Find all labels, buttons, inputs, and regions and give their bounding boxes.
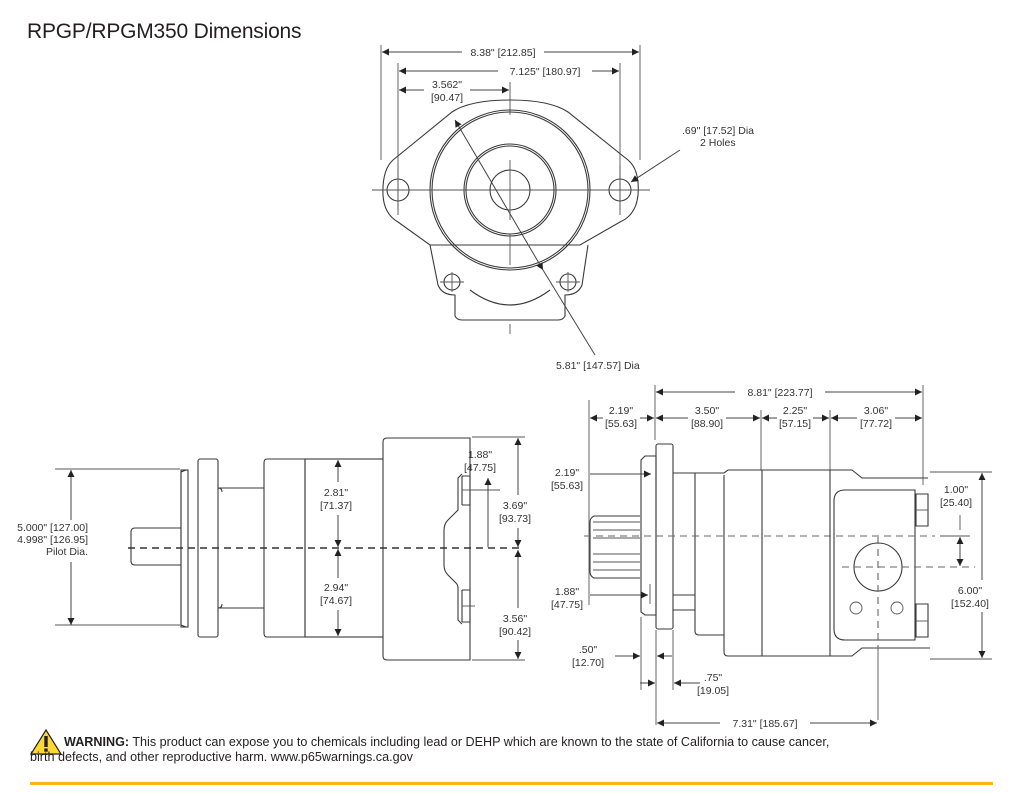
dim-text: [19.05] — [697, 685, 729, 697]
dim-text: 7.125" [180.97] — [510, 66, 581, 78]
prop65-warning: WARNING: This product can expose you to … — [30, 729, 1000, 765]
front-view: 8.38" [212.85] 7.125" [180.97] 3.562" [9… — [372, 45, 754, 372]
dim-text: [90.42] — [499, 626, 531, 638]
dim-text: 2.19" — [555, 467, 579, 479]
warning-text-2: birth defects, and other reproductive ha… — [30, 750, 413, 764]
dim-text: [57.15] — [779, 418, 811, 430]
dim-text: [12.70] — [572, 657, 604, 669]
dim-text: 2.19" — [609, 405, 633, 417]
dim-segment-1: 3.50" [88.90] — [656, 405, 760, 430]
dim-text: 5.000" [127.00] — [17, 522, 88, 534]
dim-bolt-spacing: 7.125" [180.97] — [399, 66, 619, 78]
dim-text: 3.562" — [432, 79, 462, 91]
dim-bottom-to-center: 3.56" [90.42] — [499, 550, 531, 659]
warning-triangle-icon — [30, 729, 62, 755]
dim-overall-width: 8.38" [212.85] — [382, 47, 639, 59]
dim-pilot-depth: .50" [12.70] — [572, 644, 672, 669]
dim-text: [55.63] — [605, 418, 637, 430]
left-side-view: 5.000" [127.00] 4.998" [126.95] Pilot Di… — [17, 436, 531, 661]
dim-half-spacing: 3.562" [90.47] — [399, 79, 509, 104]
dim-text: [152.40] — [951, 598, 989, 610]
divider-rule — [30, 782, 993, 785]
dim-text: 4.998" [126.95] — [17, 534, 88, 546]
dim-text: 2.25" — [783, 405, 807, 417]
dim-text: 1.88" — [468, 449, 492, 461]
dim-shaft-left: 2.19" [55.63] — [551, 467, 651, 492]
dim-upper-height: 2.81" [71.37] — [320, 460, 352, 547]
dim-port-offset-right: 1.00" [25.40] — [940, 484, 972, 566]
dim-text: .69" [17.52] Dia — [682, 125, 754, 137]
dim-hole-diameter: .69" [17.52] Dia 2 Holes — [630, 125, 754, 183]
dim-text: [55.63] — [551, 480, 583, 492]
dim-text: [90.47] — [431, 92, 463, 104]
dim-text: [25.40] — [940, 497, 972, 509]
dim-port-offset: 1.88" [47.75] — [464, 449, 496, 547]
dim-text: 1.00" — [944, 484, 968, 496]
warning-text-1: This product can expose you to chemicals… — [129, 735, 830, 749]
dim-text: [93.73] — [499, 513, 531, 525]
right-side-view: 8.81" [223.77] 2.19" [55.63] 3.50" [88.9… — [551, 385, 992, 730]
dim-segment-3: 3.06" [77.72] — [831, 405, 922, 430]
warning-line-1: WARNING: This product can expose you to … — [30, 735, 1000, 750]
dim-text: [47.75] — [464, 462, 496, 474]
dim-overall-length: 8.81" [223.77] — [656, 387, 922, 399]
dim-shaft-length: 2.19" [55.63] — [590, 405, 654, 430]
dim-overall-height: 6.00" [152.40] — [951, 473, 989, 658]
dim-lower-height: 2.94" [74.67] — [320, 549, 352, 636]
dim-body-length: 7.31" [185.67] — [657, 718, 877, 730]
dim-text: [88.90] — [691, 418, 723, 430]
dim-text: 7.31" [185.67] — [732, 718, 797, 730]
dim-text: .50" — [579, 644, 598, 656]
dim-text: [77.72] — [860, 418, 892, 430]
warning-label: WARNING: — [64, 735, 130, 749]
dim-text: 6.00" — [958, 585, 982, 597]
dim-flange-thickness: .75" [19.05] — [640, 672, 729, 697]
dim-text: Pilot Dia. — [46, 546, 88, 558]
dim-shaft-lower: 1.88" [47.75] — [551, 584, 651, 611]
dim-text: 3.69" — [503, 500, 527, 512]
dim-text: 5.81" [147.57] Dia — [556, 360, 640, 372]
dim-text: 2.81" — [324, 487, 348, 499]
page-title: RPGP/RPGM350 Dimensions — [27, 20, 302, 43]
dim-text: 3.56" — [503, 613, 527, 625]
dim-pilot-diameter: 5.000" [127.00] 4.998" [126.95] Pilot Di… — [17, 470, 120, 625]
dim-text: [47.75] — [551, 599, 583, 611]
dim-text: [71.37] — [320, 500, 352, 512]
dim-segment-2: 2.25" [57.15] — [762, 405, 829, 430]
dim-body-diameter: 5.81" [147.57] Dia — [454, 119, 640, 372]
dim-text: 8.81" [223.77] — [747, 387, 812, 399]
dim-text: 1.88" — [555, 586, 579, 598]
dim-text: 3.50" — [695, 405, 719, 417]
dim-top-to-center: 3.69" [93.73] — [499, 438, 531, 547]
dim-text: 2.94" — [324, 582, 348, 594]
dim-text: 8.38" [212.85] — [470, 47, 535, 59]
dim-text: 2 Holes — [700, 137, 736, 149]
dim-text: .75" — [704, 672, 723, 684]
dim-text: [74.67] — [320, 595, 352, 607]
dim-text: 3.06" — [864, 405, 888, 417]
